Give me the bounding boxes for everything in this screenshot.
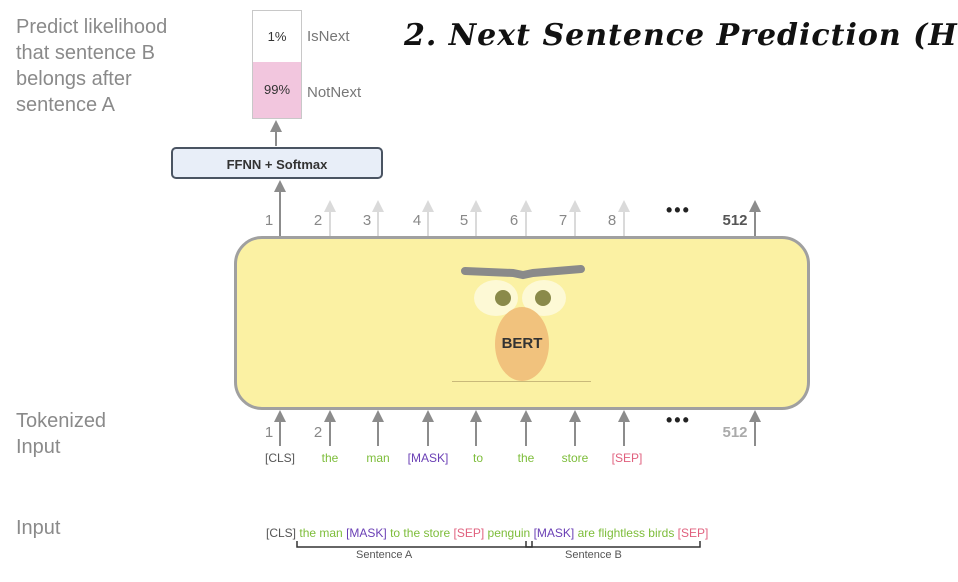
tokenized-input-label: Tokenized Input xyxy=(16,408,106,460)
left-pupil xyxy=(495,290,511,306)
predict-line-2: that sentence B xyxy=(16,42,155,64)
sent-a-text-1: the man xyxy=(299,526,343,540)
handwritten-title: 2. Next Sentence Prediction (H xyxy=(404,18,958,53)
ffnn-softmax-box: FFNN + Softmax xyxy=(171,147,383,179)
pos-top-1: 1 xyxy=(264,212,274,229)
token-store: store xyxy=(561,451,589,465)
pos-top-7: 7 xyxy=(558,212,568,229)
right-pupil xyxy=(535,290,551,306)
ellipsis-bottom: ••• xyxy=(666,410,691,430)
token-sep: [SEP] xyxy=(611,451,643,465)
notnext-percent: 99% xyxy=(263,82,291,97)
token-cls: [CLS] xyxy=(264,451,295,465)
notnext-label: NotNext xyxy=(307,84,362,101)
pos-bottom-1: 1 xyxy=(264,424,274,441)
notnext-prob-box: 99% xyxy=(252,62,302,119)
pos-top-4: 4 xyxy=(412,212,422,229)
predict-line-4: sentence A xyxy=(16,94,115,116)
input-sentence: [CLS] the man [MASK] to the store [SEP] … xyxy=(266,526,708,540)
predict-description: Predict likelihood that sentence B belon… xyxy=(16,14,167,118)
arrows-layer xyxy=(270,120,761,548)
isnext-percent: 1% xyxy=(267,29,287,44)
pos-top-2: 2 xyxy=(313,212,323,229)
pos-top-512: 512 xyxy=(722,212,748,229)
sent-cls: [CLS] xyxy=(266,526,297,540)
token-mask: [MASK] xyxy=(407,451,449,465)
token-man: man xyxy=(366,451,390,465)
tokenized-line-1: Tokenized xyxy=(16,410,107,432)
sent-mask-2: [MASK] xyxy=(533,526,575,540)
sentence-a-label: Sentence A xyxy=(356,549,413,561)
predict-line-3: belongs after xyxy=(16,68,132,90)
pos-top-6: 6 xyxy=(509,212,519,229)
bert-nose: BERT xyxy=(495,307,549,381)
sentence-b-brace xyxy=(525,541,701,548)
sentence-a-brace xyxy=(296,541,533,548)
tokenized-line-2: Input xyxy=(16,436,61,458)
sent-b-text-2: are flightless birds xyxy=(577,526,675,540)
ellipsis-top: ••• xyxy=(666,200,691,220)
input-label: Input xyxy=(16,517,61,539)
sent-b-text-1: penguin xyxy=(487,526,531,540)
pos-bottom-2: 2 xyxy=(313,424,323,441)
pos-top-8: 8 xyxy=(607,212,617,229)
token-the-2: the xyxy=(517,451,535,465)
token-to: to xyxy=(472,451,483,465)
sent-sep-1: [SEP] xyxy=(453,526,485,540)
isnext-label: IsNext xyxy=(307,28,350,45)
bert-mouth xyxy=(452,381,591,382)
predict-line-1: Predict likelihood xyxy=(16,16,168,38)
pos-bottom-512: 512 xyxy=(722,424,748,441)
sent-sep-2: [SEP] xyxy=(677,526,709,540)
sent-mask-1: [MASK] xyxy=(346,526,387,540)
sent-a-text-2: to the store xyxy=(390,526,451,540)
pos-top-5: 5 xyxy=(459,212,469,229)
sentence-b-label: Sentence B xyxy=(565,549,622,561)
eyebrows xyxy=(461,265,585,280)
pos-top-3: 3 xyxy=(362,212,372,229)
token-the-1: the xyxy=(321,451,339,465)
